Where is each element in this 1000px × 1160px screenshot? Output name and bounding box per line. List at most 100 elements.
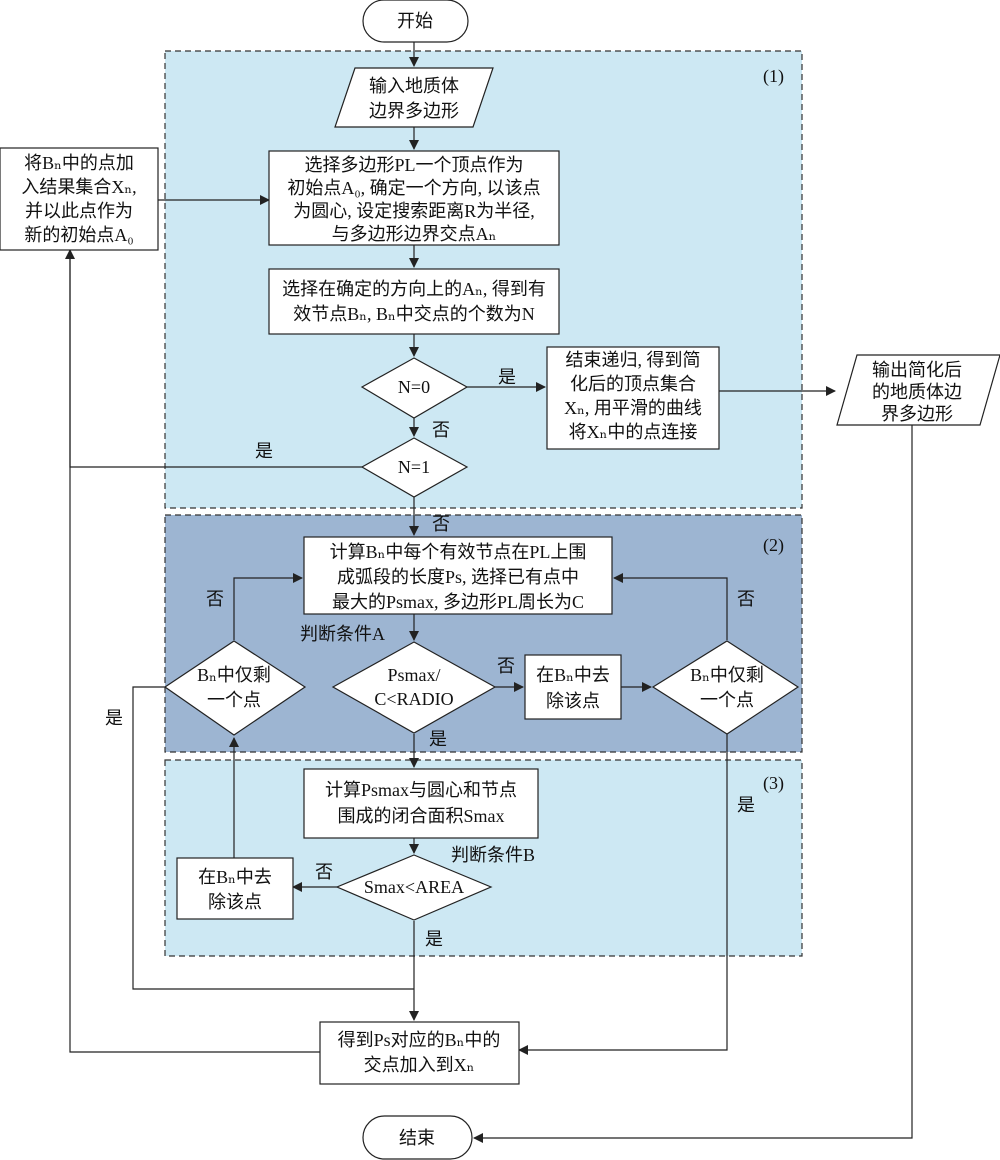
label-right-no: 否 <box>737 589 755 609</box>
output-line-3: 界多边形 <box>881 404 953 424</box>
label-left-yes: 是 <box>105 708 123 728</box>
node-compute-area: 计算Psmax与圆心和节点 围成的闭合面积Smax <box>303 768 539 839</box>
remove-right-line-2: 除该点 <box>546 691 600 711</box>
only-one-left-line-2: 一个点 <box>207 690 261 710</box>
output-line-2: 的地质体边 <box>872 382 962 402</box>
input-line-1: 输入地质体 <box>369 76 459 96</box>
add-point-box <box>0 147 159 251</box>
remove-left-box <box>176 857 294 920</box>
input-line-2: 边界多边形 <box>369 101 459 121</box>
label-n1-yes: 是 <box>255 441 273 461</box>
node-output: 输出简化后 的地质体边 界多边形 <box>836 354 1000 426</box>
region-2-label: (2) <box>763 535 784 556</box>
node-end: 结束 <box>362 1115 473 1160</box>
node-area-check: Smax<AREA <box>335 854 493 921</box>
label-n0-yes: 是 <box>498 367 516 387</box>
end-recursion-line-3: Xₙ, 用平滑的曲线 <box>564 398 702 418</box>
label-right-yes: 是 <box>737 795 755 815</box>
add-point-line-1: 将Bₙ中的点加 <box>24 153 134 173</box>
only-one-right-diamond <box>651 640 800 735</box>
node-add-point: 将Bₙ中的点加 入结果集合Xₙ, 并以此点作为 新的初始点A₀ <box>0 147 159 251</box>
label-cond-a: 判断条件A <box>300 624 385 644</box>
get-ps-line-1: 得到Ps对应的Bₙ中的 <box>338 1030 501 1050</box>
remove-right-box <box>524 654 622 720</box>
start-terminal <box>362 0 469 43</box>
label-area-yes: 是 <box>425 929 443 949</box>
node-select-direction: 选择在确定的方向上的Aₙ, 得到有 效节点Bₙ, Bₙ中交点的个数为N <box>268 268 560 335</box>
label-n1-no: 否 <box>432 514 450 534</box>
area-check-diamond <box>335 854 493 921</box>
output-parallelogram <box>836 354 1000 426</box>
choose-vertex-box <box>268 150 560 246</box>
node-start: 开始 <box>362 0 469 43</box>
n0-text: N=0 <box>398 377 430 397</box>
only-one-right-line-2: 一个点 <box>700 690 754 710</box>
node-end-recursion: 结束递归, 得到简 化后的顶点集合 Xₙ, 用平滑的曲线 将Xₙ中的点连接 <box>546 346 720 450</box>
label-n0-no: 否 <box>432 420 450 440</box>
edge-output-end <box>473 425 913 1143</box>
node-n1: N=1 <box>360 437 469 498</box>
ratio-check-line-2: C<RADIO <box>374 689 453 709</box>
n1-text: N=1 <box>398 457 430 477</box>
n0-diamond <box>360 357 469 419</box>
select-direction-line-1: 选择在确定的方向上的Aₙ, 得到有 <box>282 279 546 299</box>
compute-ps-line-2: 成弧段的长度Ps, 选择已有点中 <box>337 567 579 587</box>
node-input: 输入地质体 边界多边形 <box>334 67 494 128</box>
label-area-no: 否 <box>315 862 333 882</box>
compute-ps-line-3: 最大的Psmax, 多边形PL周长为C <box>332 592 584 612</box>
compute-ps-line-1: 计算Bₙ中每个有效节点在PL上围 <box>330 542 587 562</box>
compute-ps-box <box>303 536 613 615</box>
node-choose-vertex: 选择多边形PL一个顶点作为 初始点A₀, 确定一个方向, 以该点 为圆心, 设定… <box>268 150 560 246</box>
region-3-label: (3) <box>763 773 784 794</box>
end-text: 结束 <box>399 1128 435 1148</box>
start-text: 开始 <box>397 11 433 31</box>
n1-diamond <box>360 437 469 498</box>
only-one-left-diamond <box>163 640 307 736</box>
label-ratio-no: 否 <box>497 656 515 676</box>
only-one-left-line-1: Bₙ中仅剩 <box>197 665 271 685</box>
compute-area-line-2: 围成的闭合面积Smax <box>337 806 504 826</box>
compute-area-line-1: 计算Psmax与圆心和节点 <box>325 780 517 800</box>
node-only-one-left: Bₙ中仅剩 一个点 <box>163 640 307 736</box>
choose-vertex-line-3: 为圆心, 设定搜索距离R为半径, <box>293 201 535 221</box>
output-line-1: 输出简化后 <box>872 360 962 380</box>
only-one-right-line-1: Bₙ中仅剩 <box>690 665 764 685</box>
end-recursion-line-4: 将Xₙ中的点连接 <box>569 422 698 442</box>
add-point-line-3: 并以此点作为 <box>25 201 133 221</box>
remove-left-line-2: 除该点 <box>208 892 262 912</box>
label-ratio-yes: 是 <box>429 729 447 749</box>
add-point-line-4: 新的初始点A₀ <box>24 225 133 245</box>
choose-vertex-line-4: 与多边形边界交点Aₙ <box>332 224 497 244</box>
end-recursion-line-2: 化后的顶点集合 <box>570 374 696 394</box>
add-point-line-2: 入结果集合Xₙ, <box>21 177 136 197</box>
edge-right-no-loop <box>613 573 728 640</box>
remove-left-line-1: 在Bₙ中去 <box>198 867 272 887</box>
ratio-check-line-1: Psmax/ <box>387 665 440 685</box>
edge-get-back <box>69 250 320 1053</box>
edges <box>65 42 913 1143</box>
end-recursion-line-1: 结束递归, 得到简 <box>566 350 701 370</box>
area-check-text: Smax<AREA <box>364 877 464 897</box>
node-remove-right: 在Bₙ中去 除该点 <box>524 654 622 720</box>
edge-right-yes <box>518 734 728 1055</box>
end-recursion-box <box>546 346 720 450</box>
edge-left-no-loop <box>233 573 303 640</box>
select-direction-box <box>268 268 560 335</box>
node-remove-left: 在Bₙ中去 除该点 <box>176 857 294 920</box>
region-1-label: (1) <box>763 66 784 87</box>
label-cond-b: 判断条件B <box>451 845 535 865</box>
label-left-no: 否 <box>206 589 224 609</box>
node-ratio-check: Psmax/ C<RADIO <box>331 641 497 734</box>
get-ps-box <box>319 1021 520 1085</box>
node-get-ps: 得到Ps对应的Bₙ中的 交点加入到Xₙ <box>319 1021 520 1085</box>
remove-right-line-1: 在Bₙ中去 <box>536 665 610 685</box>
edge-left-yes <box>132 686 414 990</box>
node-compute-ps: 计算Bₙ中每个有效节点在PL上围 成弧段的长度Ps, 选择已有点中 最大的Psm… <box>303 536 613 615</box>
end-terminal <box>362 1115 473 1160</box>
choose-vertex-line-2: 初始点A₀, 确定一个方向, 以该点 <box>287 178 540 198</box>
choose-vertex-line-1: 选择多边形PL一个顶点作为 <box>304 155 523 175</box>
select-direction-line-2: 效节点Bₙ, Bₙ中交点的个数为N <box>293 304 535 324</box>
ratio-check-diamond <box>331 641 497 734</box>
